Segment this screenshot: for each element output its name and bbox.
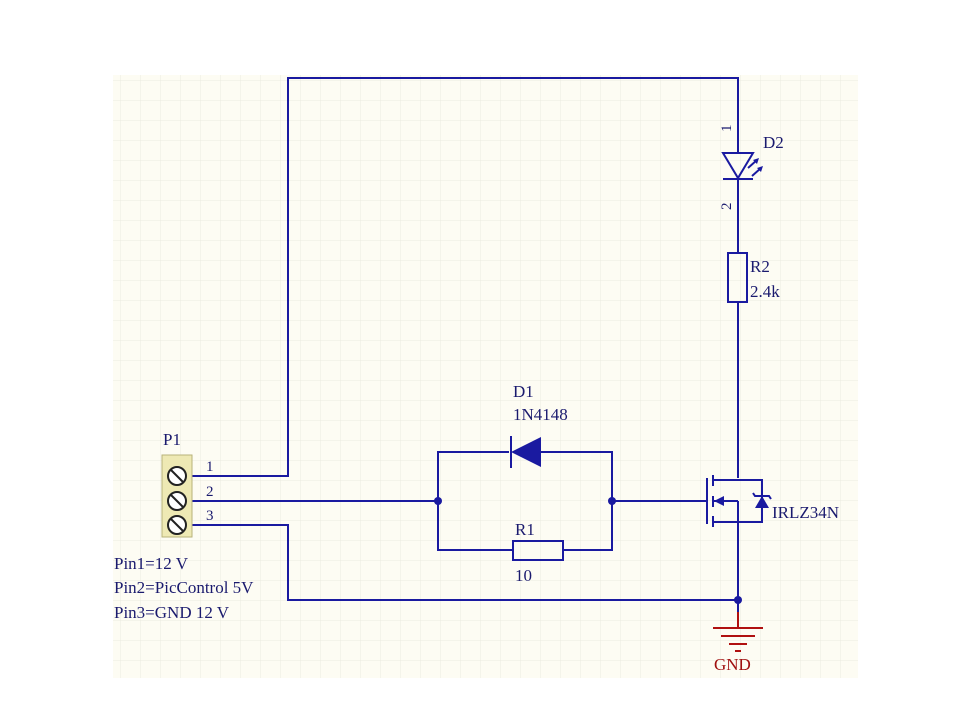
- connector-note-2: Pin2=PicControl 5V: [114, 578, 254, 597]
- resistor-r1: R1 10: [512, 520, 564, 585]
- junction-right: [608, 497, 616, 505]
- connector-p1: P1 1 2 3 Pin1=12 V Pin2=PicControl 5V Pi…: [114, 430, 254, 622]
- wire-d1-branch: [437, 451, 509, 501]
- connector-pin-1: 1: [206, 459, 214, 475]
- connector-ref: P1: [163, 430, 181, 449]
- mosfet-value: IRLZ34N: [772, 503, 839, 522]
- led-pin-2: 2: [719, 203, 735, 211]
- mosfet-q1: IRLZ34N: [706, 475, 839, 527]
- wire-ground: [192, 524, 738, 601]
- r2-body: [727, 252, 748, 303]
- ground-label: GND: [714, 655, 751, 674]
- light-emission-icon: [747, 158, 763, 177]
- r1-value: 10: [515, 566, 532, 585]
- wire-d1-branch-right: [541, 451, 613, 501]
- d1-ref: D1: [513, 382, 534, 401]
- connector-pin-2: 2: [206, 484, 214, 500]
- led-d2: D2 1 2: [719, 125, 784, 211]
- screw-terminal-icon: [167, 491, 187, 511]
- ground-symbol: GND: [713, 612, 763, 674]
- r1-body: [512, 540, 564, 561]
- mosfet-body-diode-icon: [755, 496, 769, 508]
- mosfet-arrow-icon: [714, 496, 724, 506]
- connector-pin-3: 3: [206, 508, 214, 524]
- r2-ref: R2: [750, 257, 770, 276]
- led-pin-1: 1: [719, 125, 735, 133]
- r1-ref: R1: [515, 520, 535, 539]
- junction-left: [434, 497, 442, 505]
- d1-value: 1N4148: [513, 405, 568, 424]
- diode-d1: D1 1N4148: [510, 382, 568, 468]
- wires: [192, 77, 739, 628]
- led-ref: D2: [763, 133, 784, 152]
- connector-note-1: Pin1=12 V: [114, 554, 189, 573]
- sheet-grid: [113, 75, 858, 678]
- led-triangle-icon: [721, 152, 755, 180]
- screw-terminal-icon: [167, 466, 187, 486]
- r2-value: 2.4k: [750, 282, 780, 301]
- d1-triangle-icon: [511, 437, 541, 467]
- wire-12v-rail: [192, 77, 739, 477]
- mosfet-body-diode-bar: [752, 492, 772, 500]
- wire-r1-branch-right: [563, 501, 613, 551]
- junction-ground: [734, 596, 742, 604]
- resistor-r2: R2 2.4k: [727, 252, 780, 303]
- connector-note-3: Pin3=GND 12 V: [114, 603, 230, 622]
- screw-terminal-icon: [167, 515, 187, 535]
- wire-r1-branch: [437, 501, 513, 551]
